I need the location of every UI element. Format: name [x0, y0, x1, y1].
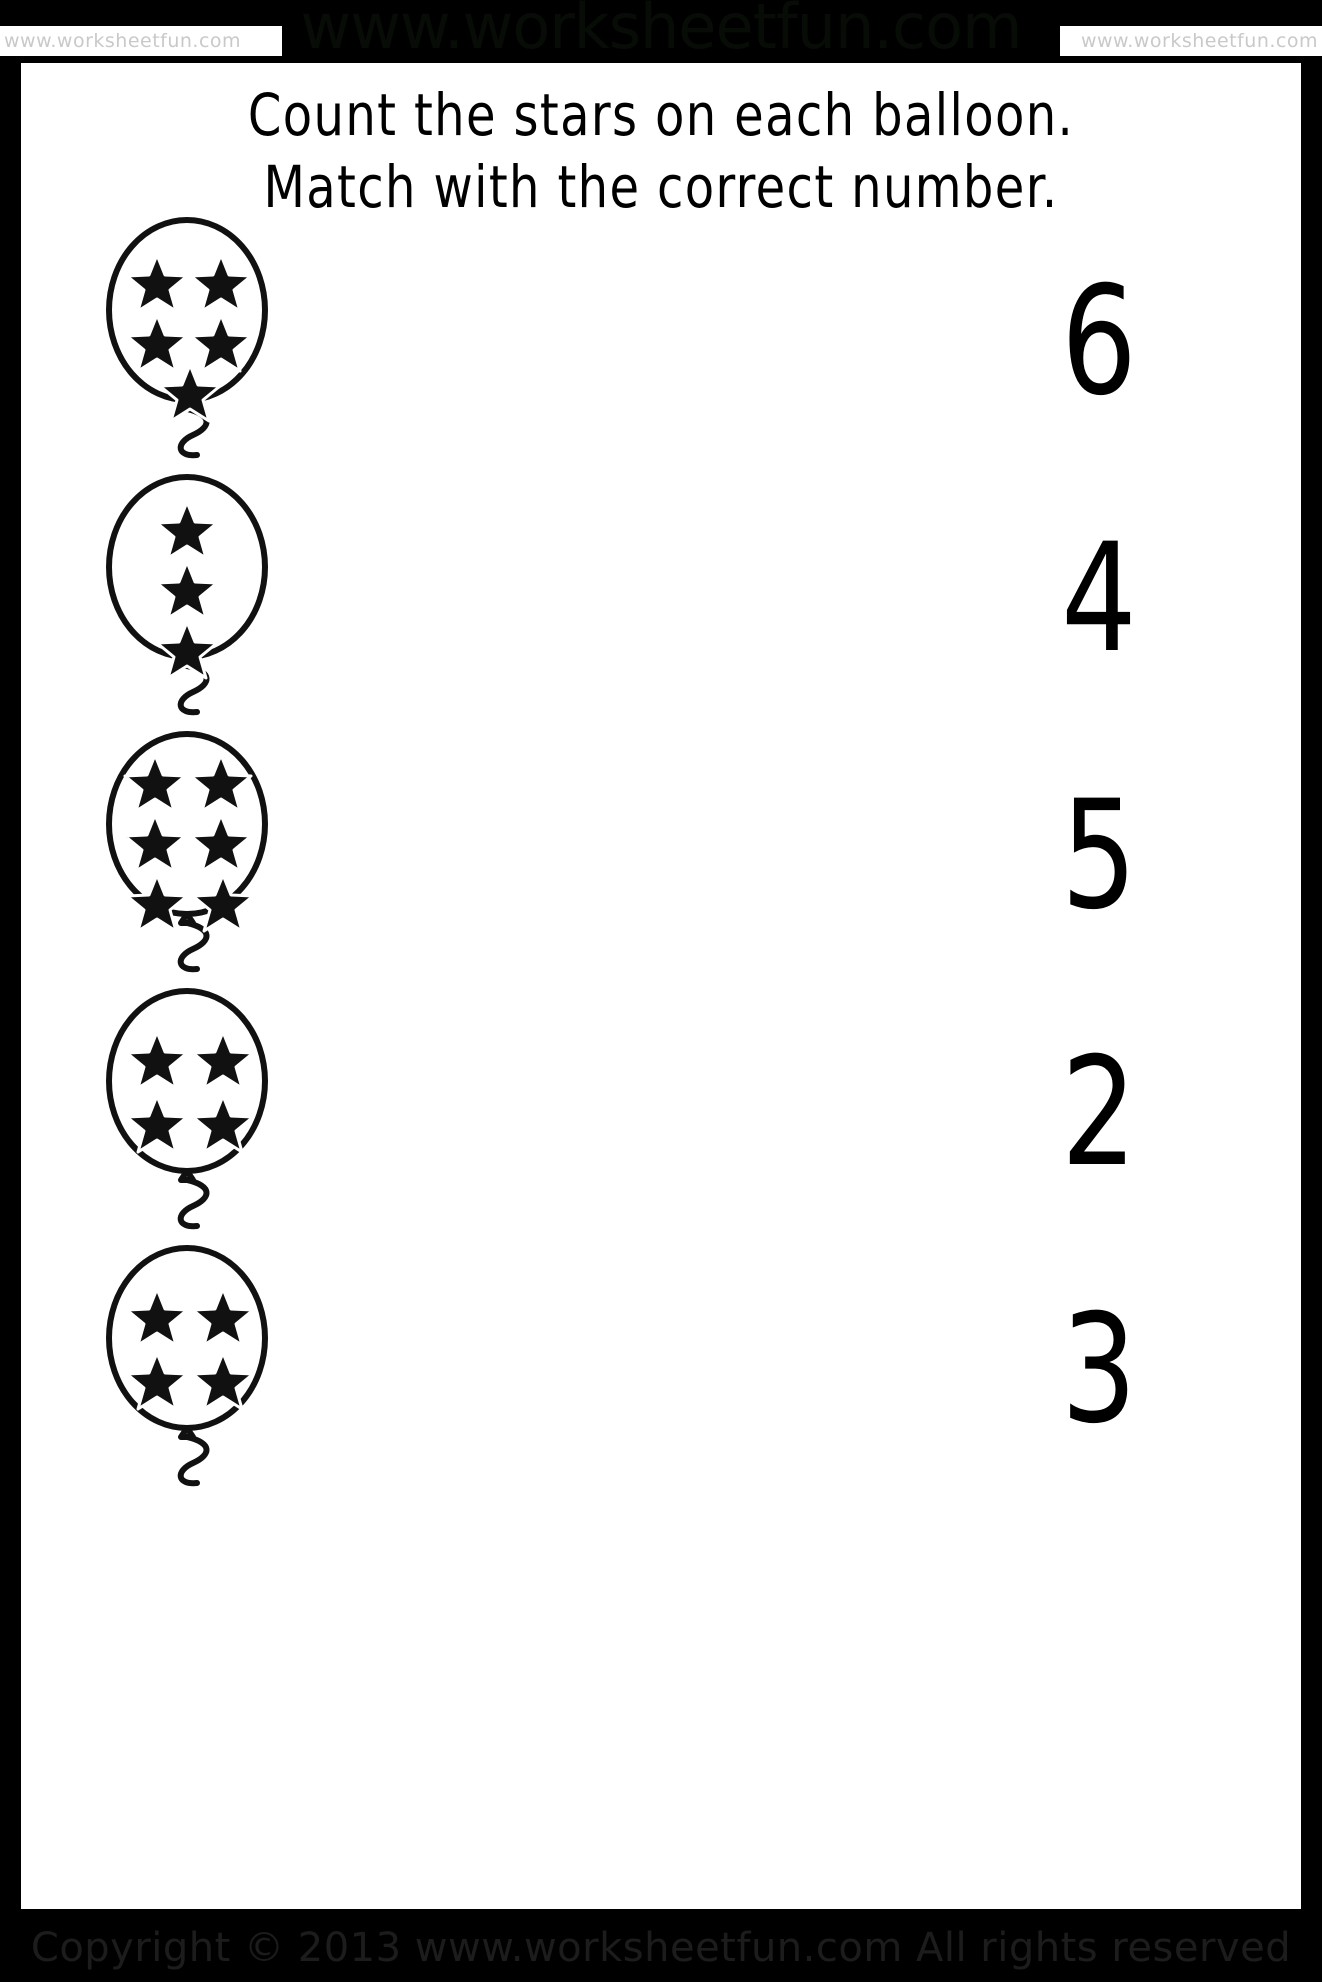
balloon-4[interactable]: [95, 984, 305, 1241]
problem-row: 4: [21, 470, 1301, 727]
balloon-3[interactable]: [95, 727, 305, 984]
problem-row: 3: [21, 1241, 1301, 1498]
number-value: 5: [1061, 768, 1137, 943]
balloon-with-stars-icon: [106, 988, 268, 1230]
balloon-with-stars-icon: [106, 474, 268, 716]
number-5[interactable]: 3: [1009, 1241, 1189, 1498]
watermark-center: www.worksheetfun.com: [300, 0, 1023, 63]
watermark-left: www.worksheetfun.com: [0, 26, 282, 56]
page-title: Count the stars on each balloon. Match w…: [21, 79, 1301, 223]
number-4[interactable]: 2: [1009, 984, 1189, 1241]
number-1[interactable]: 6: [1009, 213, 1189, 470]
balloon-1[interactable]: [95, 213, 305, 470]
title-line-2: Match with the correct number.: [263, 153, 1059, 221]
problem-row: 2: [21, 984, 1301, 1241]
watermark-right: www.worksheetfun.com: [1060, 26, 1322, 56]
number-value: 4: [1061, 511, 1137, 686]
number-2[interactable]: 4: [1009, 470, 1189, 727]
problem-row: 6: [21, 213, 1301, 470]
copyright-text: Copyright © 2013 www.worksheetfun.com Al…: [30, 1925, 1292, 1971]
balloon-with-stars-icon: [106, 731, 268, 973]
number-3[interactable]: 5: [1009, 727, 1189, 984]
title-line-1: Count the stars on each balloon.: [247, 81, 1075, 149]
balloon-with-stars-icon: [106, 1245, 268, 1487]
number-value: 2: [1061, 1025, 1137, 1200]
balloon-2[interactable]: [95, 470, 305, 727]
number-value: 6: [1061, 254, 1137, 429]
problem-row: 5: [21, 727, 1301, 984]
balloon-5[interactable]: [95, 1241, 305, 1498]
problem-rows: 6 4: [21, 213, 1301, 1498]
footer-band: Copyright © 2013 www.worksheetfun.com Al…: [0, 1916, 1322, 1982]
top-watermark-band: www.worksheetfun.com www.worksheetfun.co…: [0, 0, 1322, 62]
worksheet-sheet: Count the stars on each balloon. Match w…: [14, 56, 1308, 1916]
balloon-with-stars-icon: [106, 217, 268, 459]
number-value: 3: [1061, 1282, 1137, 1457]
